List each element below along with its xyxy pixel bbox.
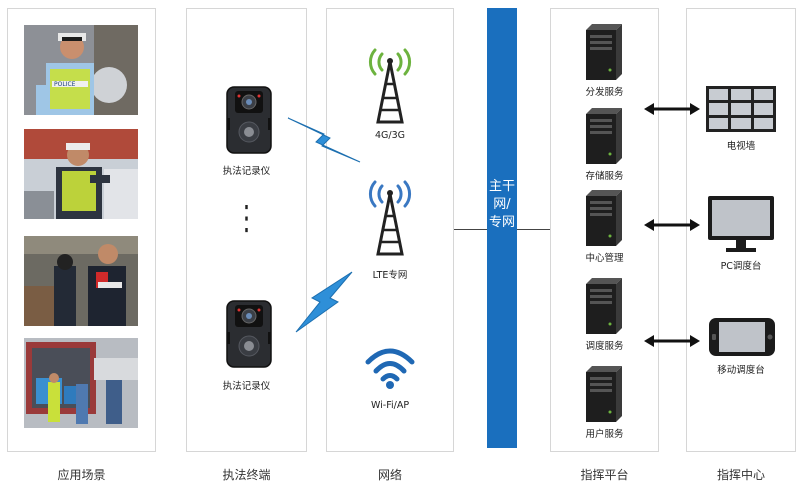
network-label-4g: 4G/3G <box>374 130 405 141</box>
double-arrow-icon-wall <box>644 101 700 120</box>
wifi-icon <box>364 344 416 394</box>
double-arrow-icon-mobile <box>644 333 700 352</box>
scene-photo-traffic-officer: POLICE <box>24 25 138 115</box>
server-label: 中心管理 <box>585 253 624 264</box>
column-label-platform: 指挥平台 <box>580 468 629 482</box>
lightning-icon-top <box>286 112 362 172</box>
server-icon <box>586 278 622 338</box>
scene-photo-truck-check <box>24 338 138 428</box>
svg-text:POLICE: POLICE <box>54 81 76 88</box>
server-label: 调度服务 <box>585 341 624 352</box>
scene-photo-street-officer <box>24 129 138 219</box>
column-label-scenes: 应用场景 <box>57 468 106 482</box>
terminal-ellipsis: ⋮ <box>234 198 259 238</box>
column-label-network: 网络 <box>377 468 402 482</box>
server-icon <box>586 24 622 84</box>
body-camera-bottom <box>226 300 272 372</box>
double-arrow-icon-pc <box>644 217 700 236</box>
center-label-mobile: 移动调度台 <box>717 365 765 376</box>
server-label: 用户服务 <box>585 429 624 440</box>
video-wall-icon <box>706 86 776 136</box>
network-label-lte: LTE专网 <box>372 270 408 281</box>
mobile-phone-icon <box>709 318 775 360</box>
scene-photo-inspection <box>24 236 138 326</box>
server-icon <box>586 190 622 250</box>
center-label-wall: 电视墙 <box>726 141 756 152</box>
network-label-wifi: Wi-Fi/AP <box>370 400 410 411</box>
server-icon <box>586 366 622 426</box>
body-camera-top <box>226 86 272 158</box>
backbone-bar: 主干网/专网 <box>487 8 517 448</box>
server-label: 分发服务 <box>585 87 624 98</box>
network-backbone-connector <box>454 229 487 230</box>
tower-lte-icon <box>368 180 412 260</box>
server-label: 存储服务 <box>585 171 624 182</box>
column-label-terminals: 执法终端 <box>222 468 271 482</box>
terminal-label-top: 执法记录仪 <box>222 166 271 177</box>
platform-backbone-connector <box>517 229 550 230</box>
backbone-label: 主干网/专网 <box>488 179 515 230</box>
tower-4g-icon <box>368 48 412 128</box>
center-label-pc: PC调度台 <box>720 261 762 272</box>
column-label-center: 指挥中心 <box>716 468 765 482</box>
terminal-label-bottom: 执法记录仪 <box>222 381 271 392</box>
terminals-column <box>186 8 307 452</box>
pc-monitor-icon <box>708 196 774 258</box>
lightning-icon-bottom <box>292 270 356 338</box>
server-icon <box>586 108 622 168</box>
